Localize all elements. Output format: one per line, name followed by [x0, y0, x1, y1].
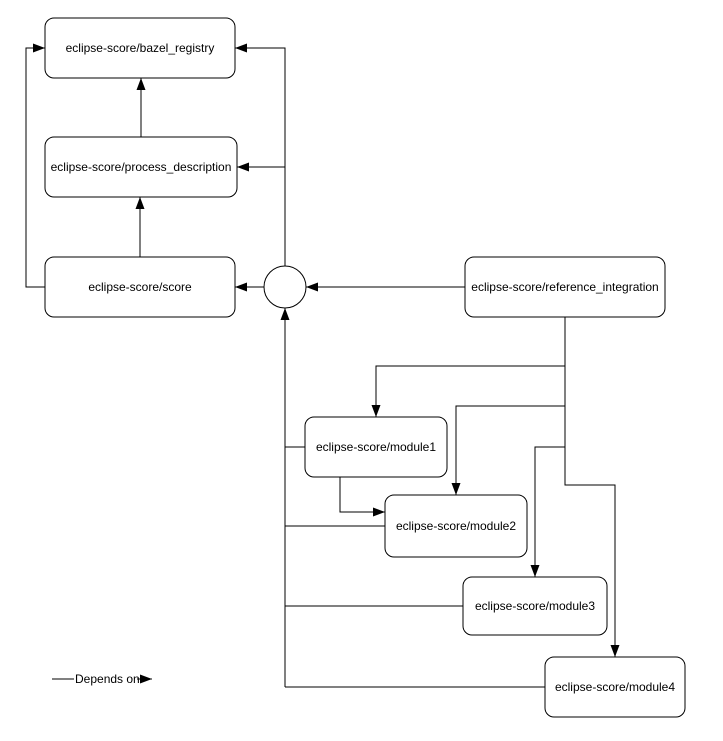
node-module3-box	[462, 576, 608, 636]
edge-reference-integration-to-module2	[451, 405, 565, 495]
node-module1: eclipse-score/module1	[304, 416, 448, 478]
node-score: eclipse-score/score	[44, 256, 236, 318]
node-module3: eclipse-score/module3	[462, 576, 608, 636]
node-bazel-registry-box	[44, 17, 236, 79]
node-process-description-label: eclipse-score/process_description	[51, 160, 232, 174]
node-module1-label: eclipse-score/module1	[316, 440, 436, 454]
node-process-description: eclipse-score/process_description	[44, 136, 238, 198]
node-module3-label: eclipse-score/module3	[475, 599, 595, 613]
edge-reference-integration-to-module1	[371, 365, 565, 417]
node-module2-box	[384, 494, 528, 558]
edges-layer	[25, 43, 620, 688]
node-module2: eclipse-score/module2	[384, 494, 528, 558]
node-module4-label: eclipse-score/module4	[555, 680, 675, 694]
node-process-description-box	[44, 136, 238, 198]
node-score-box	[44, 256, 236, 318]
edge-junction-to-bazel-registry	[235, 43, 286, 266]
edge-reference-integration-to-module4	[564, 317, 620, 657]
legend-label: Depends on	[75, 672, 140, 686]
node-reference-integration-label: eclipse-score/reference_integration	[471, 280, 658, 294]
node-module4-box	[544, 656, 686, 718]
legend: Depends on	[52, 672, 152, 686]
node-module4: eclipse-score/module4	[544, 656, 686, 718]
edge-module1-to-module2	[339, 477, 385, 517]
node-score-label: eclipse-score/score	[88, 280, 192, 294]
node-reference-integration: eclipse-score/reference_integration	[464, 256, 666, 318]
node-bazel-registry-label: eclipse-score/bazel_registry	[66, 41, 215, 55]
node-module2-label: eclipse-score/module2	[396, 519, 516, 533]
edge-score-to-bazel-registry	[25, 43, 45, 288]
junction-circle	[263, 265, 307, 309]
node-reference-integration-box	[464, 256, 666, 318]
node-module1-box	[304, 416, 448, 478]
node-bazel-registry: eclipse-score/bazel_registry	[44, 17, 236, 79]
edge-reference-integration-to-module3	[530, 446, 565, 577]
